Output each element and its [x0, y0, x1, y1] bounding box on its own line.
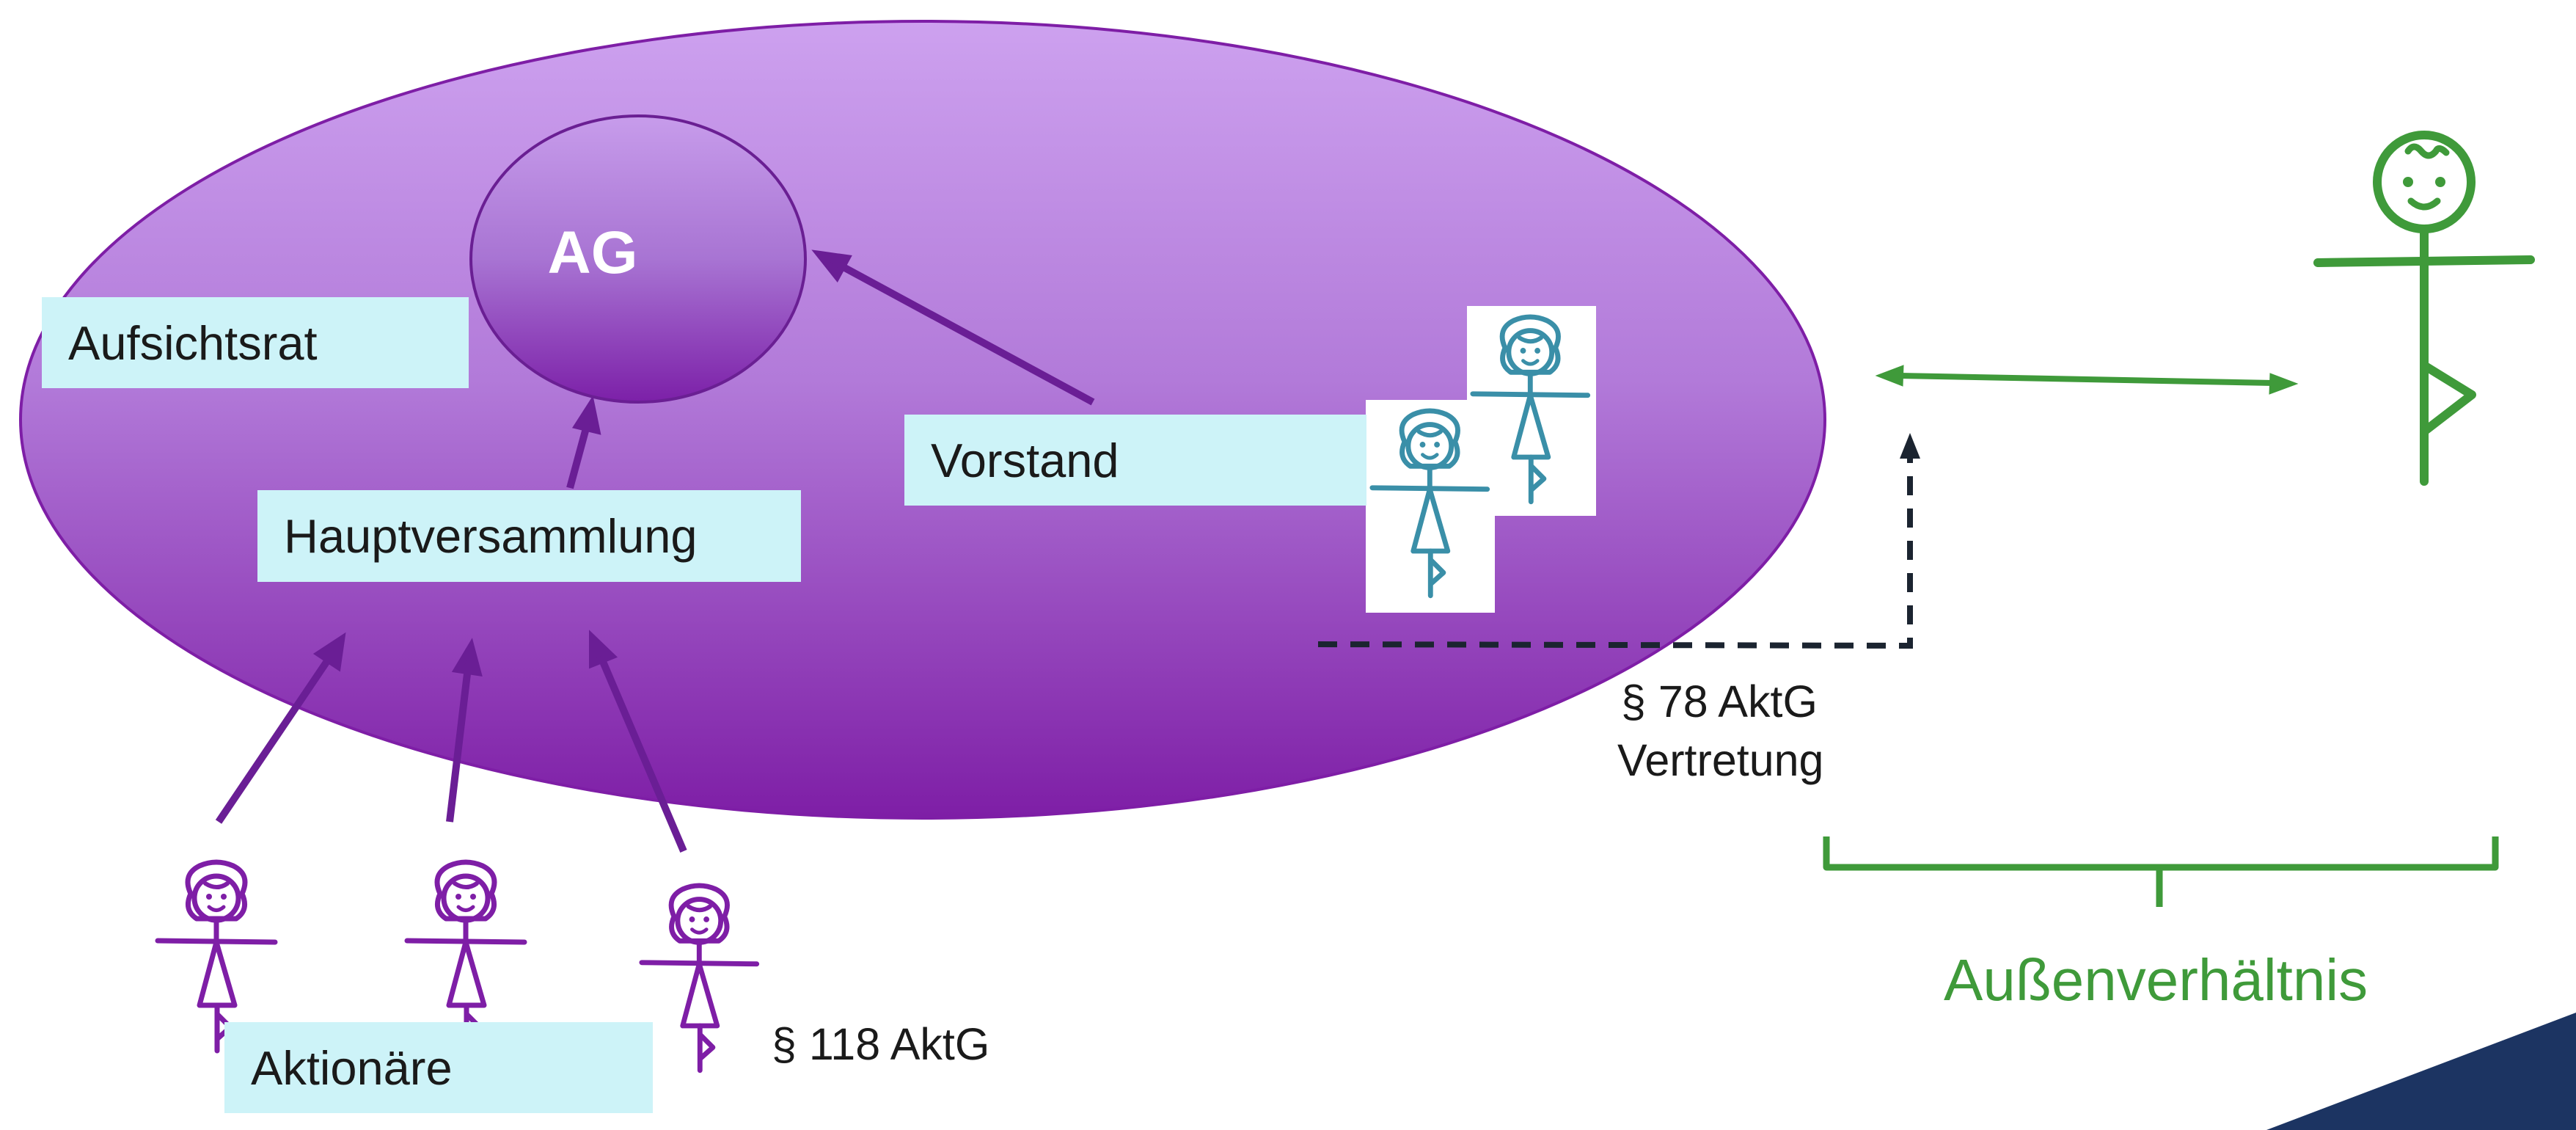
shareholder-icon: [642, 886, 757, 1071]
corner-accent: [2266, 1013, 2576, 1130]
shareholder-section-text: § 118 AktG: [772, 1019, 990, 1069]
shareholder2-arrow: [446, 667, 472, 823]
arrows-internal: [215, 249, 1095, 853]
external-brace-icon: [1823, 836, 2499, 907]
ag-label: AG: [548, 219, 638, 286]
ag-circle: [469, 114, 807, 404]
board-label: Vorstand: [904, 415, 1366, 506]
representation-section-text: § 78 AktG: [1621, 677, 1818, 726]
external-double-arrow: [1875, 365, 2299, 395]
general-meeting-to-ag-arrow: [566, 424, 590, 489]
external-relationship-text: Außenverhältnis: [1944, 947, 2368, 1013]
general-meeting-label: Hauptversammlung: [257, 490, 801, 582]
representation-text: Vertretung: [1617, 735, 1824, 785]
shareholder1-arrow: [215, 655, 334, 824]
board-to-ag-arrow: [840, 263, 1095, 406]
representation-connector: [1317, 433, 1920, 649]
supervisory-board-label: Aufsichtsrat: [42, 297, 469, 388]
shareholder3-arrow: [598, 657, 687, 853]
external-party-stick-figure-icon: [2318, 135, 2531, 481]
shareholders-label: Aktionäre: [224, 1022, 653, 1113]
